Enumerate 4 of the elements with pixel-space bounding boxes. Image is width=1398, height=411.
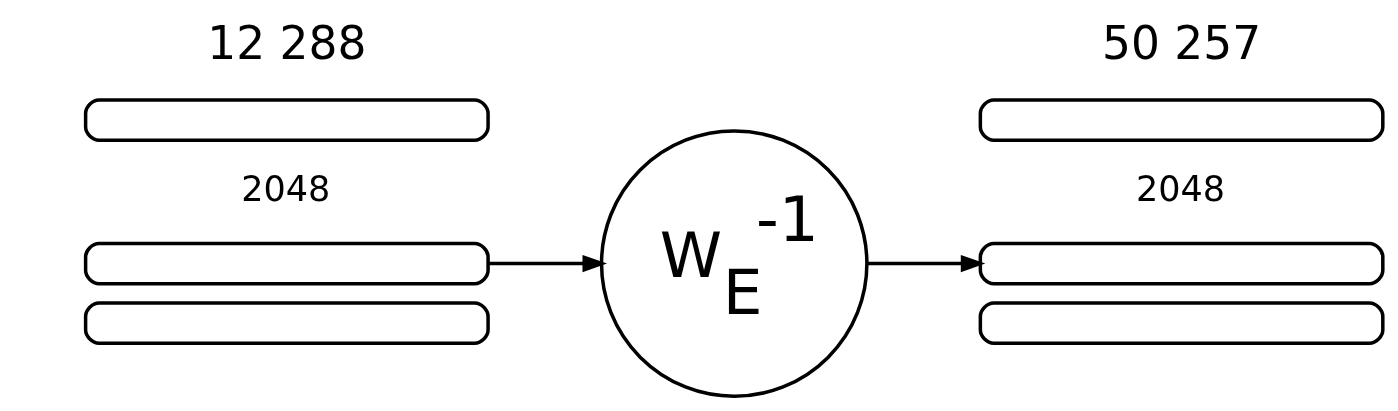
label: 50 257 <box>1101 16 1262 70</box>
label: 2048 <box>241 168 331 209</box>
label: 12 288 <box>207 16 367 70</box>
label: 2048 <box>1136 168 1226 209</box>
